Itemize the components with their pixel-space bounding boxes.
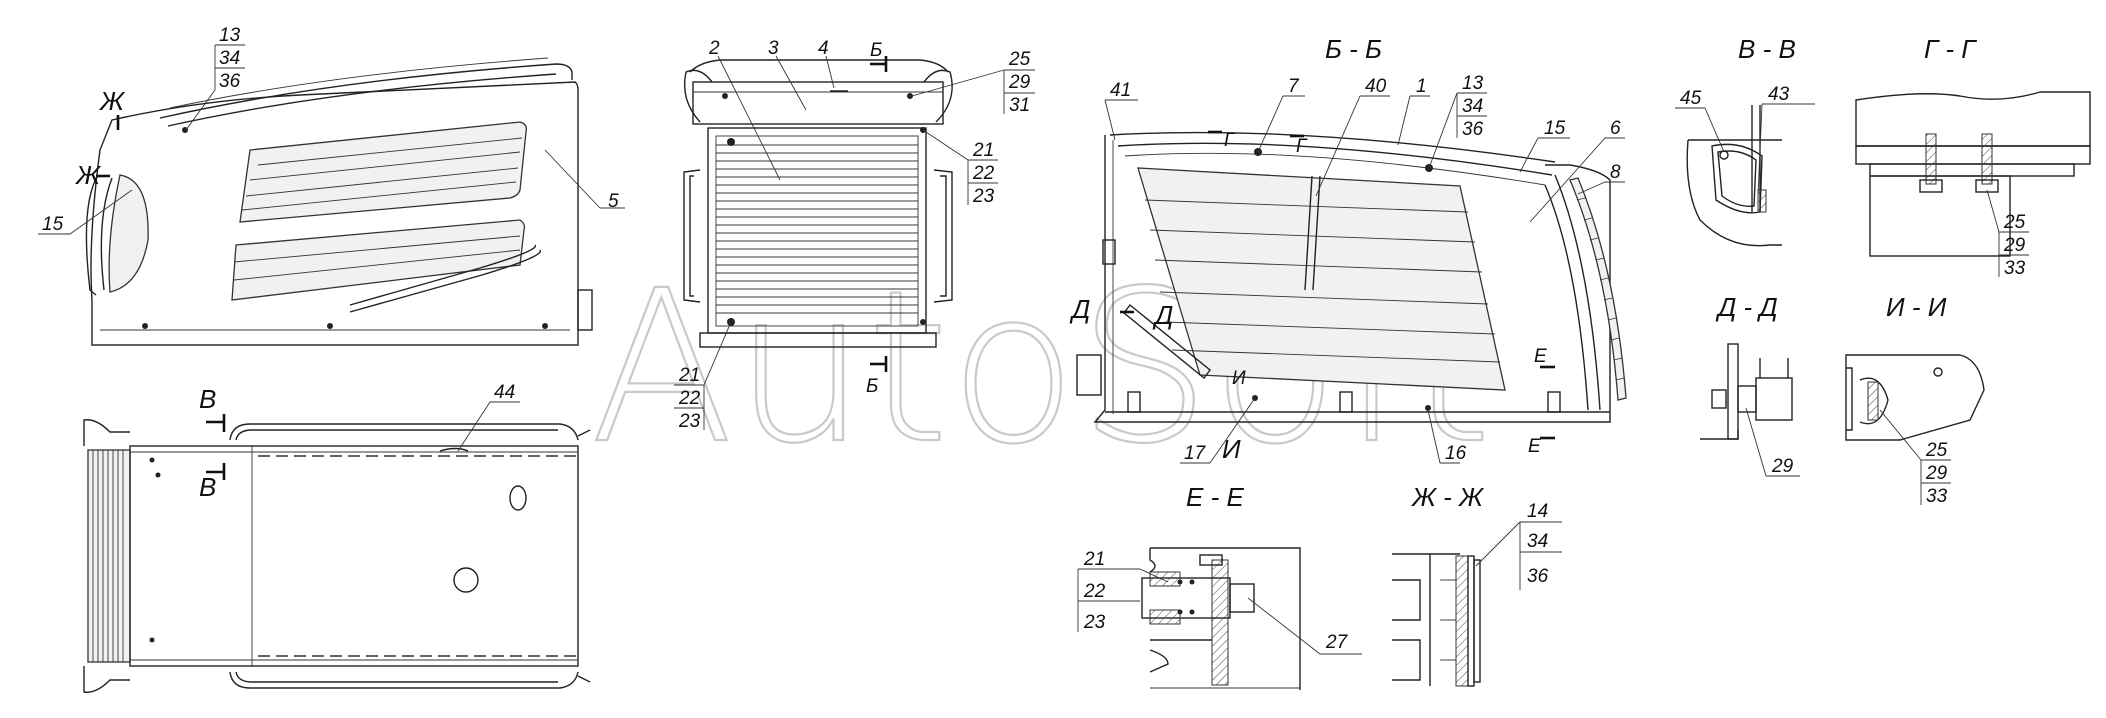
callout-13-section: 13 xyxy=(1462,73,1484,94)
callout-16: 16 xyxy=(1445,443,1467,464)
cut-marker-b-top: Б xyxy=(870,40,882,61)
callout-29-g: 29 xyxy=(2003,235,2026,256)
callout-21-bottom: 21 xyxy=(678,365,700,386)
callout-5: 5 xyxy=(608,191,619,212)
cut-marker-g-left: Г xyxy=(1224,130,1236,151)
callout-15: 15 xyxy=(42,214,64,235)
cut-marker-i-top: И xyxy=(1232,368,1246,389)
section-g-g: Г - Г 25 29 33 xyxy=(1855,34,2091,279)
section-zh-zh: Ж - Ж 14 34 36 xyxy=(1392,482,1562,687)
callout-13: 13 xyxy=(219,25,241,46)
callout-8: 8 xyxy=(1610,162,1621,183)
callout-36: 36 xyxy=(219,71,241,92)
callout-34-section: 34 xyxy=(1462,96,1483,117)
section-title-zh-zh: Ж - Ж xyxy=(1410,482,1485,512)
cut-marker-v-bottom: В xyxy=(199,472,216,502)
callout-7: 7 xyxy=(1288,76,1300,97)
callout-40: 40 xyxy=(1365,76,1387,97)
section-title-v-v: В - В xyxy=(1738,34,1796,64)
section-e-e: Е - Е 21 22 23 27 xyxy=(1077,482,1362,690)
callout-23-e: 23 xyxy=(1083,612,1106,633)
callout-1: 1 xyxy=(1416,76,1427,97)
grille-slats xyxy=(716,144,918,314)
section-title-g-g: Г - Г xyxy=(1924,34,1977,64)
section-b-b-labels: Б - Б 41 7 40 1 13 34 36 15 6 8 Г Г Д Д … xyxy=(1069,34,1625,464)
cut-marker-d-right: Д xyxy=(1152,300,1173,330)
section-title-i-i: И - И xyxy=(1886,292,1947,322)
callout-36-section: 36 xyxy=(1462,119,1484,140)
side-view-callouts: 13 34 36 5 15 Ж Ж xyxy=(38,25,625,235)
callout-15-section: 15 xyxy=(1544,118,1566,139)
callout-33-i: 33 xyxy=(1926,486,1948,507)
callout-29-i: 29 xyxy=(1925,463,1948,484)
section-title-b-b: Б - Б xyxy=(1325,34,1382,64)
callout-21-e: 21 xyxy=(1083,549,1105,570)
cut-marker-e-bottom: Е xyxy=(1528,436,1541,457)
cut-marker-i-bottom: И xyxy=(1222,434,1241,464)
callout-4: 4 xyxy=(818,38,829,59)
section-b-b xyxy=(1076,130,1627,440)
front-view-callouts: 2 3 4 Б Б 25 29 31 21 22 23 21 22 23 xyxy=(674,38,1035,432)
cut-marker-b-bottom: Б xyxy=(866,376,878,397)
callout-29-d: 29 xyxy=(1771,456,1794,477)
section-title-d-d: Д - Д xyxy=(1715,292,1778,322)
callout-25-i: 25 xyxy=(1925,440,1948,461)
top-view-callouts: В В 44 xyxy=(199,382,520,502)
callout-23-top: 23 xyxy=(972,186,995,207)
front-view xyxy=(683,56,953,372)
callout-17: 17 xyxy=(1184,443,1207,464)
side-view xyxy=(85,57,593,346)
top-view xyxy=(83,414,591,693)
callout-2: 2 xyxy=(708,38,720,59)
callout-23-bottom: 23 xyxy=(678,411,701,432)
callout-22-bottom: 22 xyxy=(678,388,701,409)
callout-6: 6 xyxy=(1610,118,1621,139)
callout-43: 43 xyxy=(1768,84,1790,105)
callout-25-g: 25 xyxy=(2003,212,2026,233)
section-i-i: И - И 25 29 33 xyxy=(1845,292,1985,507)
cut-marker-zh-top: Ж xyxy=(98,86,126,116)
cut-marker-e-top: Е xyxy=(1534,346,1547,367)
cut-marker-d-left: Д xyxy=(1069,294,1090,324)
callout-22-e: 22 xyxy=(1083,581,1106,602)
callout-44: 44 xyxy=(494,382,515,403)
callout-31: 31 xyxy=(1009,95,1030,116)
cut-marker-g-right: Г xyxy=(1296,136,1308,157)
cut-marker-v-top: В xyxy=(199,384,216,414)
section-v-v: В - В 45 43 xyxy=(1675,34,1815,247)
callout-33-g: 33 xyxy=(2004,258,2026,279)
callout-45: 45 xyxy=(1680,88,1702,109)
section-d-d: Д - Д 29 xyxy=(1700,292,1800,477)
callout-14: 14 xyxy=(1527,501,1548,522)
callout-27: 27 xyxy=(1325,632,1349,653)
callout-36-zh: 36 xyxy=(1527,566,1549,587)
callout-41: 41 xyxy=(1110,80,1131,101)
callout-25-front: 25 xyxy=(1008,49,1031,70)
callout-3: 3 xyxy=(768,38,779,59)
callout-29-front: 29 xyxy=(1008,72,1031,93)
callout-22-top: 22 xyxy=(972,163,995,184)
callout-34: 34 xyxy=(219,48,240,69)
section-title-e-e: Е - Е xyxy=(1186,482,1244,512)
callout-34-zh: 34 xyxy=(1527,531,1548,552)
callout-21-top: 21 xyxy=(972,140,994,161)
cut-marker-zh-side: Ж xyxy=(74,160,102,190)
